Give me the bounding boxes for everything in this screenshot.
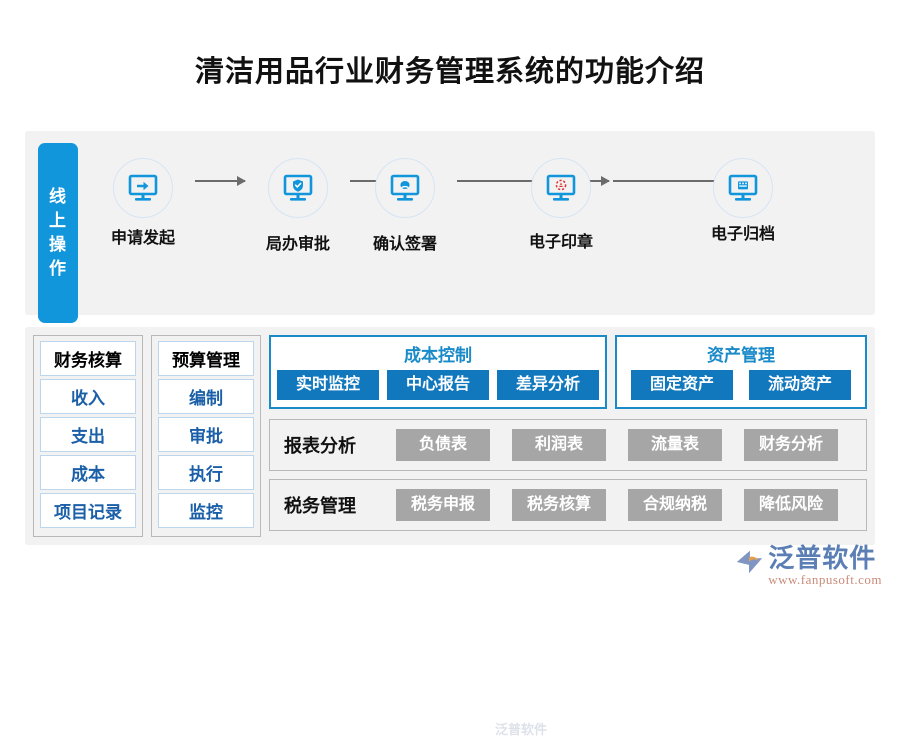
flow-step-label: 局办审批 [265, 236, 330, 253]
flow-step-apply[interactable]: 申请发起 [95, 158, 191, 248]
asset-management-button[interactable]: 固定资产 [631, 370, 733, 400]
page-title: 清洁用品行业财务管理系统的功能介绍 [194, 56, 705, 88]
tab-char-2: 上 [49, 211, 67, 230]
cost-control-title: 成本控制 [404, 346, 472, 365]
tax-management-button[interactable]: 税务申报 [396, 489, 490, 521]
flow-step-confirm-sign[interactable]: 确认签署 [357, 158, 453, 254]
cost-control-button[interactable]: 实时监控 [277, 370, 379, 400]
module-item[interactable]: 审批 [158, 417, 254, 452]
company-logo: 泛普软件 www.fanpusoft.com [734, 544, 882, 588]
asset-management-title: 资产管理 [707, 346, 775, 365]
module-item[interactable]: 成本 [40, 455, 136, 490]
tax-management-title: 税务管理 [284, 496, 356, 516]
module-item[interactable]: 执行 [158, 455, 254, 490]
logo-company-name: 泛普软件 [768, 543, 877, 573]
report-analysis-title: 报表分析 [284, 436, 356, 456]
asset-management-buttons: 固定资产 流动资产 [617, 370, 865, 400]
monitor-stamp-icon [531, 158, 591, 218]
tab-char-1: 线 [49, 187, 67, 206]
flow-arrow-1 [195, 176, 246, 186]
monitor-archive-icon [713, 158, 773, 218]
flow-step-label: 电子印章 [528, 234, 593, 251]
module-item[interactable]: 收入 [40, 379, 136, 414]
monitor-signature-icon [375, 158, 435, 218]
flow-step-label: 电子归档 [710, 226, 775, 243]
watermark-text: 泛普软件 [495, 722, 548, 737]
flow-step-e-seal[interactable]: 电子印章 [513, 158, 609, 252]
logo-website-url: www.fanpusoft.com [768, 572, 882, 587]
cost-control-buttons: 实时监控 中心报告 差异分析 [271, 370, 605, 400]
flow-step-e-archive[interactable]: 电子归档 [695, 158, 791, 244]
flow-steps: 申请发起 局办审批 确认签署 [95, 150, 865, 280]
module-column-accounting: 财务核算 收入 支出 成本 项目记录 [33, 335, 143, 537]
tax-management-button[interactable]: 降低风险 [744, 489, 838, 521]
cost-control-button[interactable]: 差异分析 [497, 370, 599, 400]
column-header: 预算管理 [158, 341, 254, 376]
monitor-shield-check-icon [268, 158, 328, 218]
asset-management-box: 资产管理 固定资产 流动资产 [615, 335, 867, 409]
module-column-budget: 预算管理 编制 审批 执行 监控 [151, 335, 261, 537]
online-operation-tab: 线 上 操 作 [38, 143, 78, 323]
tax-management-button[interactable]: 合规纳税 [628, 489, 722, 521]
module-item[interactable]: 编制 [158, 379, 254, 414]
tax-management-row: 税务管理 税务申报 税务核算 合规纳税 降低风险 [269, 479, 867, 531]
module-item[interactable]: 支出 [40, 417, 136, 452]
logo-mark-icon [737, 550, 763, 574]
cost-control-button[interactable]: 中心报告 [387, 370, 489, 400]
modules-panel: 财务核算 收入 支出 成本 项目记录 预算管理 编制 审批 执行 监控 成本控制… [25, 327, 875, 737]
report-analysis-button[interactable]: 流量表 [628, 429, 722, 461]
tab-char-3: 操 [49, 235, 67, 254]
module-item[interactable]: 监控 [158, 493, 254, 528]
tab-char-4: 作 [49, 259, 67, 278]
report-analysis-row: 报表分析 负债表 利润表 流量表 财务分析 [269, 419, 867, 471]
report-analysis-button[interactable]: 财务分析 [744, 429, 838, 461]
module-item[interactable]: 项目记录 [40, 493, 136, 528]
flow-step-label: 申请发起 [110, 230, 175, 247]
flow-step-label: 确认签署 [372, 236, 437, 253]
flow-step-approval[interactable]: 局办审批 [250, 158, 346, 254]
report-analysis-button[interactable]: 利润表 [512, 429, 606, 461]
report-analysis-button[interactable]: 负债表 [396, 429, 490, 461]
cost-control-box: 成本控制 实时监控 中心报告 差异分析 [269, 335, 607, 409]
logo-text: 泛普软件 www.fanpusoft.com [768, 544, 882, 588]
tax-management-button[interactable]: 税务核算 [512, 489, 606, 521]
column-header: 财务核算 [40, 341, 136, 376]
asset-management-button[interactable]: 流动资产 [749, 370, 851, 400]
monitor-arrow-icon [113, 158, 173, 218]
